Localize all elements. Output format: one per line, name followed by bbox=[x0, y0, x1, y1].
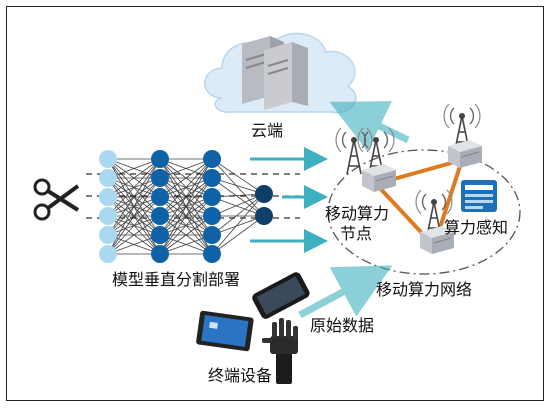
neuron bbox=[203, 150, 221, 168]
neuron bbox=[151, 169, 169, 187]
neuron bbox=[99, 226, 117, 244]
neuron bbox=[255, 185, 273, 203]
server-icon bbox=[420, 226, 454, 254]
neuron bbox=[99, 169, 117, 187]
scissors-icon bbox=[33, 178, 80, 221]
dashboard-icon bbox=[461, 180, 497, 212]
cell-tower-icon bbox=[443, 103, 481, 151]
perception-label: 算力感知 bbox=[444, 218, 509, 237]
node-label-line1: 移动算力 bbox=[325, 204, 390, 223]
neuron bbox=[99, 207, 117, 225]
diagram-frame bbox=[6, 6, 544, 401]
tablet-icon bbox=[196, 310, 254, 352]
cloud-label: 云端 bbox=[251, 121, 284, 140]
neuron bbox=[203, 226, 221, 244]
node-label-line2: 节点 bbox=[340, 224, 373, 243]
nn-connections bbox=[107, 158, 265, 255]
cell-tower-icon bbox=[357, 127, 395, 175]
neural-network bbox=[99, 150, 273, 263]
offload-arrows bbox=[250, 147, 328, 253]
server-icon bbox=[264, 42, 308, 110]
cell-tower-icon bbox=[335, 127, 373, 175]
server-icon bbox=[362, 164, 396, 192]
upload-to-cloud-arrow bbox=[329, 101, 410, 152]
network-label: 移动算力网络 bbox=[376, 280, 473, 299]
smartphone-icon bbox=[252, 272, 310, 319]
neuron bbox=[203, 169, 221, 187]
neuron bbox=[255, 207, 273, 225]
neuron bbox=[99, 150, 117, 168]
neuron bbox=[151, 207, 169, 225]
raw-data-arrow bbox=[298, 265, 393, 319]
model-split-label: 模型垂直分割部署 bbox=[112, 270, 241, 289]
cell-tower-icon bbox=[415, 189, 453, 237]
devices-label: 终端设备 bbox=[208, 366, 273, 385]
network-boundary bbox=[327, 149, 521, 275]
robot-hand-icon bbox=[262, 318, 298, 384]
server-icon bbox=[448, 140, 482, 168]
neuron bbox=[151, 188, 169, 206]
neuron bbox=[99, 188, 117, 206]
neuron bbox=[151, 150, 169, 168]
neuron bbox=[203, 245, 221, 263]
neuron bbox=[203, 188, 221, 206]
neuron bbox=[151, 226, 169, 244]
raw-data-label: 原始数据 bbox=[310, 316, 375, 335]
neuron bbox=[203, 207, 221, 225]
neuron bbox=[99, 245, 117, 263]
neuron bbox=[151, 245, 169, 263]
